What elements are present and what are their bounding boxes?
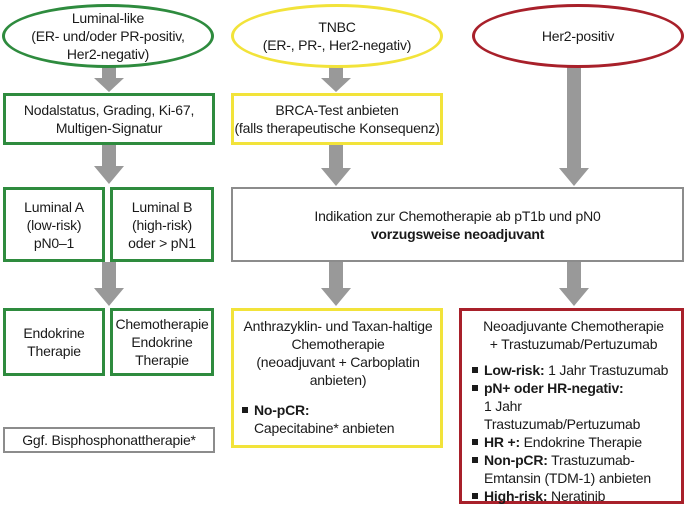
arrow-tnbc-to-brca (321, 66, 351, 92)
her2-item-non-pcr: Non-pCR: Trastuzumab- Emtansin (TDM-1) an… (470, 451, 677, 487)
arrow-her2-to-indication (559, 66, 589, 186)
her2-item-non-pcr-text: Trastuzumab- (547, 452, 635, 468)
her2-item-high-risk-text: Neratinib (547, 488, 606, 504)
her2-therapy-box: Neoadjuvante Chemotherapie + Trastuzumab… (459, 308, 684, 504)
tnbc-title: TNBC (318, 19, 356, 35)
tnbc-therapy-bullets: No-pCR: Capecitabine* anbieten (240, 401, 436, 437)
luminal-b-line1: Luminal B (131, 198, 193, 215)
her2-item-hr-plus: HR +: Endokrine Therapie (470, 433, 677, 451)
tnbc-therapy-box: Anthrazyklin- und Taxan-haltige Chemothe… (231, 308, 443, 448)
arrow-luminal-ab-to-therapy (94, 262, 124, 306)
her2-item-pn-plus: pN+ oder HR-negativ: 1 Jahr Trastuzumab/P… (470, 379, 677, 433)
arrow-luminal-to-nodal (94, 66, 124, 92)
bisphosphonate-line1: Ggf. Bisphosphonattherapie* (22, 432, 196, 448)
endocrine-therapy-box: Endokrine Therapie (3, 308, 105, 376)
brca-test-box: BRCA-Test anbieten (falls therapeutische… (231, 93, 443, 145)
chemo-endocrine-line3: Therapie (135, 352, 189, 368)
tnbc-no-pcr-label: No-pCR: (254, 402, 310, 418)
tnbc-no-pcr-text: Capecitabine* anbieten (254, 420, 395, 436)
luminal-a-line1: Luminal A (24, 198, 84, 215)
luminal-a-line2: (low-risk) (26, 216, 82, 233)
bisphosphonate-box: Ggf. Bisphosphonattherapie* (3, 427, 215, 453)
tnbc-oval: TNBC (ER-, PR-, Her2-negativ) (231, 4, 443, 68)
tnbc-therapy-line3: (neoadjuvant + Carboplatin (256, 354, 420, 370)
her2-item-low-risk: Low-risk: 1 Jahr Trastuzumab (470, 361, 677, 379)
her2-item-hr-plus-text: Endokrine Therapie (519, 434, 643, 450)
her2-therapy-bullets: Low-risk: 1 Jahr Trastuzumab pN+ oder HR… (470, 361, 677, 505)
luminal-like-line2: (ER- und/oder PR-positiv, (31, 28, 185, 44)
luminal-like-line3: Her2-negativ) (66, 46, 150, 62)
chemo-endocrine-line1: Chemotherapie (115, 316, 209, 332)
tnbc-line2: (ER-, PR-, Her2-negativ) (262, 37, 412, 53)
luminal-b-line3: oder > pN1 (128, 234, 196, 251)
her2-item-non-pcr-label: Non-pCR: (484, 452, 548, 468)
chemo-indication-line1: Indikation zur Chemotherapie ab pT1b und… (314, 207, 601, 224)
her2-item-low-risk-label: Low-risk: (484, 362, 545, 378)
luminal-a-box: Luminal A (low-risk) pN0–1 (3, 187, 105, 262)
chemo-endocrine-box: Chemotherapie Endokrine Therapie (110, 308, 214, 376)
luminal-b-box: Luminal B (high-risk) oder > pN1 (110, 187, 214, 262)
her2-item-pn-plus-label: pN+ oder HR-negativ: (484, 380, 624, 396)
her2-item-high-risk: High-risk: Neratinib (470, 487, 677, 505)
tnbc-therapy-line1: Anthrazyklin- und Taxan-haltige (243, 318, 433, 334)
brca-test-line1: BRCA-Test anbieten (275, 102, 399, 118)
luminal-like-oval: Luminal-like (ER- und/oder PR-positiv, H… (2, 4, 214, 68)
her2-item-non-pcr-cont: Emtansin (TDM-1) anbieten (484, 470, 651, 486)
nodal-status-line1: Nodalstatus, Grading, Ki-67, (23, 102, 195, 118)
tnbc-therapy-line2: Chemotherapie (291, 336, 385, 352)
arrow-indication-to-her2-therapy (559, 262, 589, 306)
arrow-indication-to-tnbc-therapy (321, 262, 351, 306)
nodal-status-line2: Multigen-Signatur (55, 120, 163, 136)
tnbc-no-pcr-item: No-pCR: Capecitabine* anbieten (240, 401, 436, 437)
endocrine-therapy-line1: Endokrine (23, 325, 85, 341)
brca-test-line2: (falls therapeutische Konsequenz) (234, 120, 440, 136)
her2-positive-title: Her2-positiv (541, 28, 615, 44)
her2-item-hr-plus-label: HR +: (484, 434, 520, 450)
her2-item-high-risk-label: High-risk: (484, 488, 548, 504)
her2-therapy-line1: Neoadjuvante Chemotherapie (483, 318, 664, 334)
arrow-brca-to-indication (321, 145, 351, 186)
chemo-indication-line2: vorzugsweise neoadjuvant (370, 225, 545, 242)
luminal-like-title: Luminal-like (71, 10, 145, 26)
luminal-b-line2: (high-risk) (131, 216, 193, 233)
her2-item-low-risk-text: 1 Jahr Trastuzumab (544, 362, 669, 378)
chemo-endocrine-line2: Endokrine (131, 334, 193, 350)
her2-positive-oval: Her2-positiv (472, 4, 684, 68)
nodal-status-box: Nodalstatus, Grading, Ki-67, Multigen-Si… (3, 93, 215, 145)
tnbc-therapy-line4: anbieten) (309, 372, 367, 388)
her2-therapy-line2: + Trastuzumab/Pertuzumab (489, 336, 658, 352)
her2-item-pn-plus-text: 1 Jahr Trastuzumab/Pertuzumab (484, 398, 641, 432)
endocrine-therapy-line2: Therapie (27, 343, 81, 359)
chemo-indication-box: Indikation zur Chemotherapie ab pT1b und… (231, 187, 684, 262)
arrow-nodal-to-luminal-ab (94, 145, 124, 184)
luminal-a-line3: pN0–1 (33, 234, 75, 251)
